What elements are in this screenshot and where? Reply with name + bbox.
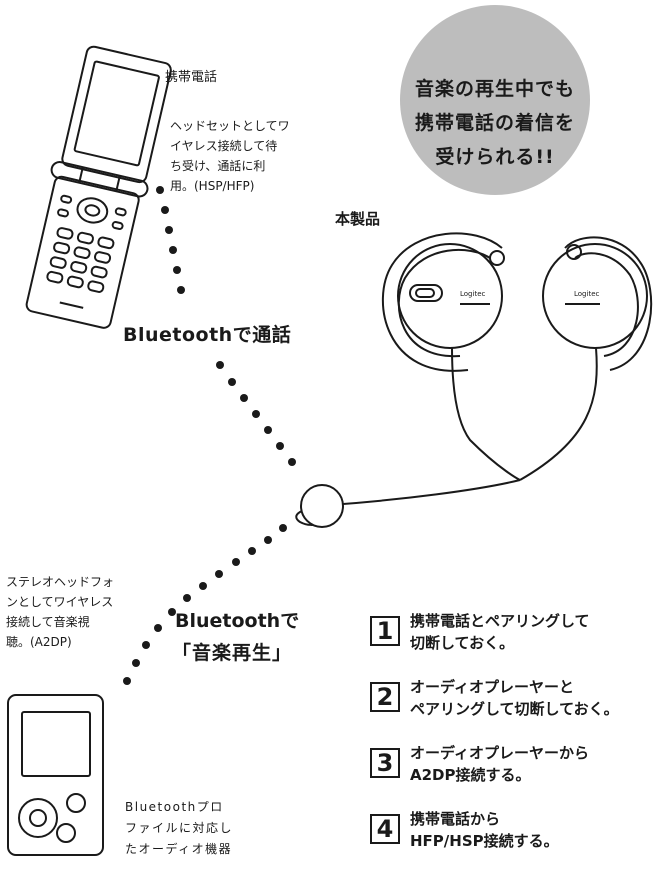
steps-list: 1 携帯電話とペアリングして 切断しておく。 2 オーディオプレーヤーと ペアリ… xyxy=(370,610,670,874)
callout-line-1: 音楽の再生中でも xyxy=(414,78,575,100)
step-number: 1 xyxy=(370,616,400,646)
step-line: オーディオプレーヤーと xyxy=(410,678,574,696)
product-label: 本製品 xyxy=(335,210,381,228)
headset-icon xyxy=(295,232,653,526)
music-playback-label: 「音楽再生」 xyxy=(172,642,293,664)
step-text: 携帯電話から HFP/HSP接続する。 xyxy=(410,808,559,852)
audio-player-description: Bluetoothプロ ファイルに対応し たオーディオ機器 xyxy=(125,797,233,860)
player-desc-line: たオーディオ機器 xyxy=(125,842,233,856)
phone-description: ヘッドセットとしてワ イヤレス接続して待 ち受け、通話に利 用。(HSP/HFP… xyxy=(170,116,310,196)
step-line: A2DP接続する。 xyxy=(410,766,531,784)
phone-label: 携帯電話 xyxy=(165,70,218,85)
stereo-desc-line: 聴。(A2DP) xyxy=(6,635,72,649)
product-brand-right: Logitec xyxy=(574,290,599,298)
phone-desc-line: イヤレス接続して待 xyxy=(170,139,278,153)
audio-player-icon xyxy=(7,694,104,856)
bluetooth-call-label: Bluetoothで通話 xyxy=(123,324,292,346)
step-number: 3 xyxy=(370,748,400,778)
dotted-link-phone xyxy=(156,186,185,294)
stereo-desc-line: ンとしてワイヤレス xyxy=(6,595,114,609)
step-line: 携帯電話とペアリングして xyxy=(410,612,590,630)
player-desc-line: ファイルに対応し xyxy=(125,821,234,835)
step-line: ペアリングして切断しておく。 xyxy=(410,700,619,718)
callout-line-2: 携帯電話の着信を xyxy=(414,112,575,134)
stereo-desc-line: ステレオヘッドフォ xyxy=(6,575,115,589)
stereo-description: ステレオヘッドフォ ンとしてワイヤレス 接続して音楽視 聴。(A2DP) xyxy=(6,572,114,652)
phone-desc-line: ヘッドセットとしてワ xyxy=(170,119,290,133)
step-line: 切断しておく。 xyxy=(410,634,515,652)
player-desc-line: Bluetoothプロ xyxy=(125,800,224,814)
bluetooth-music-label: Bluetoothで xyxy=(175,610,300,632)
step-4: 4 携帯電話から HFP/HSP接続する。 xyxy=(370,808,670,862)
mobile-phone-icon xyxy=(25,45,172,329)
step-text: 携帯電話とペアリングして 切断しておく。 xyxy=(410,610,590,654)
phone-desc-line: 用。(HSP/HFP) xyxy=(170,179,255,193)
stereo-desc-line: 接続して音楽視 xyxy=(6,615,90,629)
dotted-link-headset xyxy=(216,361,296,466)
step-text: オーディオプレーヤーと ペアリングして切断しておく。 xyxy=(410,676,619,720)
step-line: 携帯電話から xyxy=(410,810,501,828)
step-line: オーディオプレーヤーから xyxy=(410,744,589,762)
step-2: 2 オーディオプレーヤーと ペアリングして切断しておく。 xyxy=(370,676,670,730)
product-brand-left: Logitec xyxy=(460,290,485,298)
step-3: 3 オーディオプレーヤーから A2DP接続する。 xyxy=(370,742,670,796)
phone-desc-line: ち受け、通話に利 xyxy=(170,159,266,173)
step-number: 4 xyxy=(370,814,400,844)
step-number: 2 xyxy=(370,682,400,712)
callout-bubble xyxy=(400,5,590,195)
step-line: HFP/HSP接続する。 xyxy=(410,832,559,850)
callout-line-3: 受けられる!! xyxy=(435,146,555,168)
step-text: オーディオプレーヤーから A2DP接続する。 xyxy=(410,742,589,786)
dotted-link-player xyxy=(123,524,287,685)
cable-slider xyxy=(300,484,344,528)
callout-text: 音楽の再生中でも 携帯電話の着信を 受けられる!! xyxy=(395,72,595,174)
step-1: 1 携帯電話とペアリングして 切断しておく。 xyxy=(370,610,670,664)
